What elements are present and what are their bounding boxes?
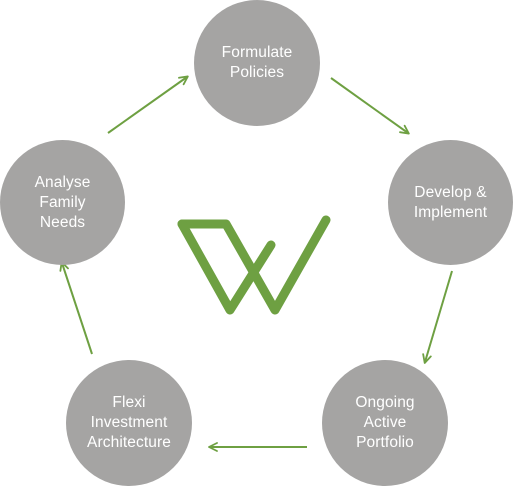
- node-label: Formulate Policies: [221, 44, 293, 81]
- node-ongoing-active-portfolio: Ongoing Active Portfolio: [322, 360, 448, 486]
- arrow-flexi-to-analyse: [59, 261, 93, 355]
- node-label: Analyse Family Needs: [34, 173, 91, 231]
- arrow-formulate-to-develop: [330, 77, 410, 135]
- arrow-develop-to-ongoing: [422, 270, 453, 364]
- w-logo-icon: [177, 215, 331, 315]
- node-flexi-investment-architecture: Flexi Investment Architecture: [66, 360, 192, 486]
- node-formulate-policies: Formulate Policies: [194, 0, 320, 126]
- arrow-analyse-to-formulate: [107, 75, 189, 134]
- node-label: Flexi Investment Architecture: [87, 394, 171, 451]
- node-develop-implement: Develop & Implement: [388, 140, 513, 265]
- node-label: Ongoing Active Portfolio: [355, 394, 415, 451]
- node-analyse-family-needs: Analyse Family Needs: [0, 140, 125, 265]
- node-label: Develop & Implement: [413, 183, 488, 221]
